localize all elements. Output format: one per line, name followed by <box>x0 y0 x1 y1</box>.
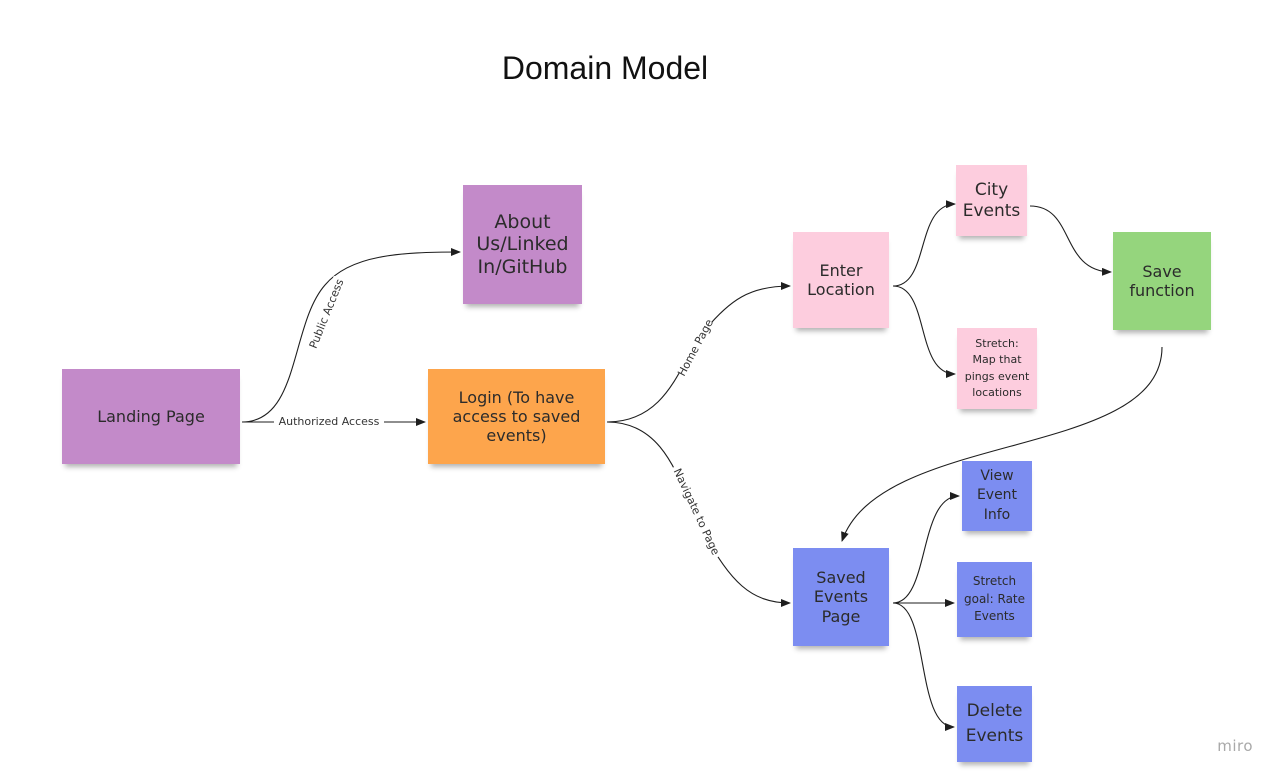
sticky-enter-location[interactable]: Enter Location <box>793 232 889 328</box>
sticky-about-us[interactable]: About Us/Linked In/GitHub <box>463 185 582 304</box>
sticky-landing-page[interactable]: Landing Page <box>62 369 240 464</box>
sticky-label: Enter Location <box>807 260 875 299</box>
svg-text:Home Page: Home Page <box>675 317 716 379</box>
miro-watermark: miro <box>1217 737 1253 755</box>
edge-label-authorized-access: Authorized Access <box>274 414 384 430</box>
sticky-view-event-info[interactable]: View Event Info <box>962 461 1032 531</box>
edge-label-public-access: Public Access <box>305 275 348 352</box>
sticky-label: Stretch: Map that pings event locations <box>964 336 1030 400</box>
sticky-label: Delete Events <box>965 701 1024 746</box>
svg-text:Public Access: Public Access <box>307 277 347 350</box>
svg-text:Navigate to Page: Navigate to Page <box>671 466 723 557</box>
sticky-stretch-map[interactable]: Stretch: Map that pings event locations <box>957 328 1037 409</box>
sticky-label: Login (To have access to saved events) <box>452 387 581 446</box>
edge-enter-location-to-stretch-map <box>892 285 956 378</box>
edge-saved-events-to-delete-events <box>892 602 955 731</box>
svg-text:Authorized Access: Authorized Access <box>279 415 380 428</box>
edge-save-function-to-saved-events <box>841 346 1163 542</box>
sticky-label: Saved Events Page <box>813 568 869 626</box>
edge-landing-to-about <box>241 248 461 423</box>
sticky-label: View Event Info <box>976 467 1018 523</box>
edge-enter-location-to-city-events <box>892 200 956 287</box>
sticky-city-events[interactable]: City Events <box>956 165 1027 236</box>
edge-label-home-page: Home Page <box>674 317 717 379</box>
sticky-save-function[interactable]: Save function <box>1113 232 1211 330</box>
sticky-label: Stretch goal: Rate Events <box>963 574 1026 624</box>
diagram-title: Domain Model <box>501 50 709 86</box>
sticky-label: About Us/Linked In/GitHub <box>476 211 569 278</box>
edge-city-events-to-save-function <box>1029 205 1112 276</box>
sticky-label: City Events <box>962 180 1021 221</box>
edge-label-navigate-to-page: Navigate to Page <box>668 463 725 561</box>
sticky-saved-events-page[interactable]: Saved Events Page <box>793 548 889 646</box>
sticky-label: Save function <box>1129 261 1195 300</box>
sticky-stretch-rate[interactable]: Stretch goal: Rate Events <box>957 562 1032 637</box>
edge-saved-events-to-view-event-info <box>892 492 960 604</box>
sticky-login[interactable]: Login (To have access to saved events) <box>428 369 605 464</box>
sticky-label: Landing Page <box>97 406 205 426</box>
sticky-delete-events[interactable]: Delete Events <box>957 686 1032 762</box>
